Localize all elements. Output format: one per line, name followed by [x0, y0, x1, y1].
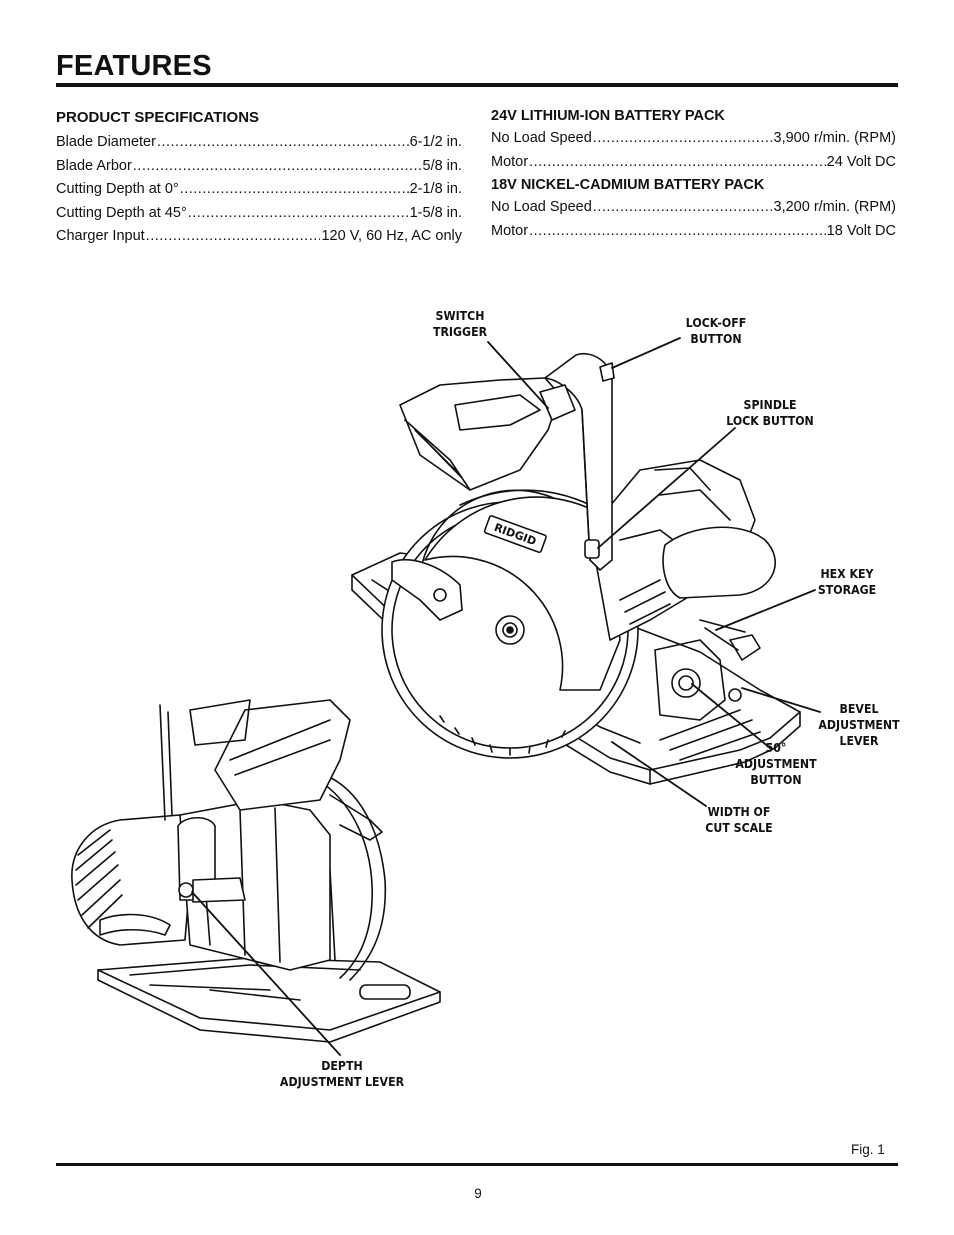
spec-row-18v-no-load-speed: No Load Speed 3,200 r/min. (RPM) [491, 196, 896, 220]
front-view-saw: RIDGID [351, 353, 801, 785]
battery-18v-heading: 18V NICKEL-CADMIUM BATTERY PACK [491, 177, 765, 193]
spec-row-cutting-depth-0: Cutting Depth at 0° 2-1/8 in. [56, 178, 462, 202]
spec-label: Motor [491, 222, 529, 239]
battery-24v-heading: 24V LITHIUM-ION BATTERY PACK [491, 108, 725, 124]
spec-value: 2-1/8 in. [409, 181, 462, 197]
callout-depth-adjustment-lever: DEPTH ADJUSTMENT LEVER [279, 1058, 405, 1089]
page-number: 9 [474, 1186, 482, 1201]
spec-row-24v-motor: Motor 24 Volt DC [491, 151, 896, 175]
callout-spindle-lock-button: SPINDLE LOCK BUTTON [726, 397, 814, 428]
spec-label: Cutting Depth at 0° [56, 181, 179, 197]
callout-width-of-cut-scale: WIDTH OF CUT SCALE [705, 804, 773, 835]
spec-value: 6-1/2 in. [409, 134, 462, 150]
spec-value: 120 V, 60 Hz, AC only [321, 228, 462, 244]
spec-label: Charger Input [56, 228, 145, 244]
spec-value: 24 Volt DC [826, 153, 896, 170]
callout-leader-lines [191, 337, 821, 1056]
spec-value: 1-5/8 in. [409, 204, 462, 221]
callout-hex-key-storage: HEX KEY STORAGE [817, 566, 877, 597]
spec-row-18v-motor: Motor 18 Volt DC [491, 220, 896, 244]
spec-label: Motor [491, 153, 529, 170]
spec-row-cutting-depth-45: Cutting Depth at 45° 1-5/8 in. [56, 202, 462, 226]
figure-label: Fig. 1 [851, 1142, 885, 1157]
spec-label: Cutting Depth at 45° [56, 204, 187, 221]
spec-value: 3,900 r/min. (RPM) [773, 130, 896, 146]
page-title: FEATURES [56, 50, 212, 82]
callout-switch-trigger: SWITCH TRIGGER [432, 308, 488, 339]
header-rule [56, 83, 898, 87]
product-specifications-heading: PRODUCT SPECIFICATIONS [56, 109, 260, 126]
callout-lock-off-button: LOCK-OFF BUTTON [685, 315, 747, 346]
spec-label: No Load Speed [491, 130, 592, 146]
callout-bevel-adjustment-lever: BEVEL ADJUSTMENT LEVER [818, 701, 900, 748]
spec-label: Blade Diameter [56, 134, 156, 150]
spec-label: No Load Speed [491, 199, 592, 215]
spec-value: 3,200 r/min. (RPM) [773, 199, 896, 215]
spec-row-blade-arbor: Blade Arbor 5/8 in. [56, 155, 462, 179]
spec-row-24v-no-load-speed: No Load Speed 3,900 r/min. (RPM) [491, 127, 896, 151]
spec-row-blade-diameter: Blade Diameter 6-1/2 in. [56, 131, 462, 155]
spec-label: Blade Arbor [56, 157, 132, 174]
callout-50-adjustment-button: 50° ADJUSTMENT BUTTON [735, 740, 817, 787]
spec-row-charger-input: Charger Input 120 V, 60 Hz, AC only [56, 225, 462, 249]
battery-specifications: 24V LITHIUM-ION BATTERY PACK No Load Spe… [491, 106, 896, 243]
side-view-saw [71, 699, 441, 1043]
footer-rule [56, 1163, 898, 1166]
spec-value: 18 Volt DC [826, 222, 896, 239]
product-specifications: PRODUCT SPECIFICATIONS Blade Diameter 6-1… [56, 108, 462, 249]
spec-value: 5/8 in. [422, 157, 463, 174]
